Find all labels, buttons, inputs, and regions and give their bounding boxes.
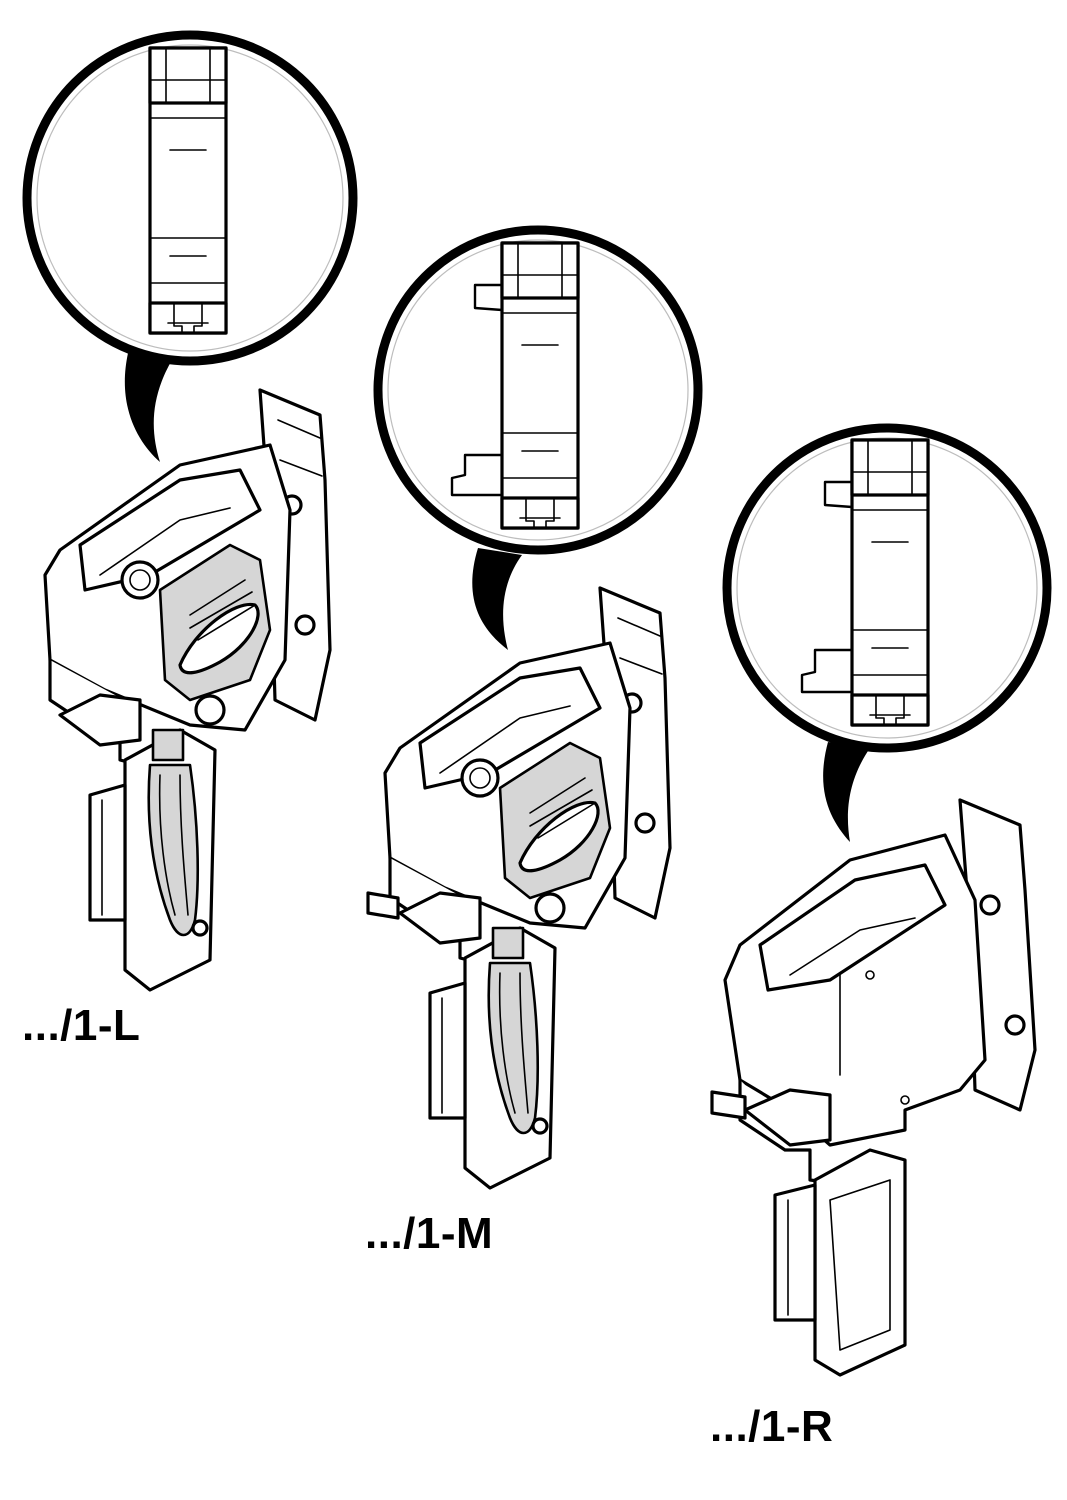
variant-r-detail-bubble xyxy=(722,423,1052,842)
variant-r-group: .../1-R xyxy=(710,423,1052,1451)
variant-r-connector xyxy=(710,798,1037,1377)
variant-l-group: .../1-L xyxy=(22,30,358,1050)
variant-r-label: .../1-R xyxy=(710,1402,833,1451)
variant-m-group: .../1-M xyxy=(365,225,703,1258)
variant-m-connector xyxy=(366,586,672,1190)
variant-m-label: .../1-M xyxy=(365,1209,493,1258)
variant-l-label: .../1-L xyxy=(22,1001,140,1050)
variant-m-detail-bubble xyxy=(373,225,703,650)
variant-l-connector xyxy=(43,388,332,992)
variant-l-detail-bubble xyxy=(22,30,358,462)
